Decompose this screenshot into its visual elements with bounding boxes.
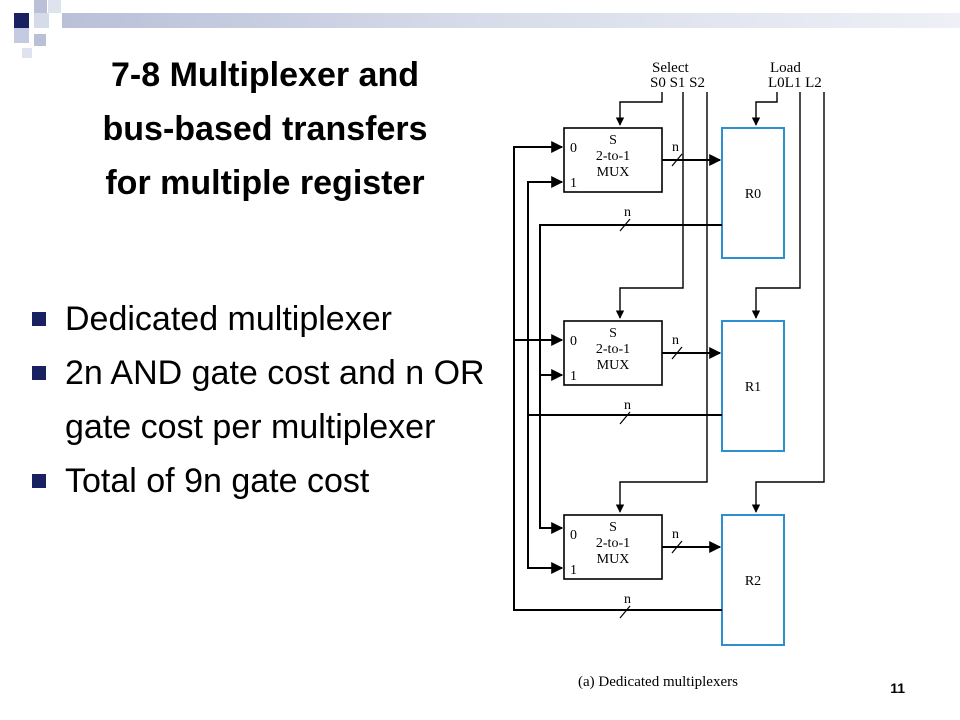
mux-input-0-label: 0 xyxy=(570,334,577,349)
square-bullet-icon xyxy=(32,366,46,380)
mux-box xyxy=(563,127,663,193)
bullet-item: Total of 9n gate cost xyxy=(32,454,502,508)
corner-square-dark xyxy=(14,13,29,28)
mux-type-label: 2-to-1 xyxy=(596,149,630,164)
mux-input-1-label: 1 xyxy=(570,563,577,578)
square-bullet-icon xyxy=(32,312,46,326)
square-bullet-icon xyxy=(32,474,46,488)
mux-input-1-label: 1 xyxy=(570,369,577,384)
corner-square-light xyxy=(34,13,49,28)
select-lines xyxy=(615,92,825,513)
bus-width-label: n xyxy=(672,140,679,155)
title-line: for multiple register xyxy=(105,164,425,202)
register-label: R1 xyxy=(745,380,761,395)
load-label: Load xyxy=(770,60,801,76)
bus-width-label: n xyxy=(624,205,631,220)
slide-title: 7-8 Multiplexer and bus-based transfers … xyxy=(40,48,490,210)
mux-type-label: 2-to-1 xyxy=(596,342,630,357)
bus-width-label: n xyxy=(624,398,631,413)
mux-select-label: S xyxy=(609,133,617,148)
bullet-text: Total of 9n gate cost xyxy=(65,462,370,500)
bullet-text: 2n AND gate cost and n OR gate cost per … xyxy=(65,354,485,446)
mux-box xyxy=(563,514,663,580)
bus-width-label: n xyxy=(672,333,679,348)
mux-input-1-label: 1 xyxy=(570,176,577,191)
corner-square-light xyxy=(48,0,61,13)
bullet-item: Dedicated multiplexer xyxy=(32,292,502,346)
mux-type-label: 2-to-1 xyxy=(596,536,630,551)
select-signals: S0 S1 S2 xyxy=(650,75,705,91)
register-label: R2 xyxy=(745,574,761,589)
register-box xyxy=(721,127,785,259)
select-label: Select xyxy=(652,60,689,76)
mux-name-label: MUX xyxy=(597,358,630,373)
title-line: bus-based transfers xyxy=(102,110,428,148)
load-signals: L0L1 L2 xyxy=(768,75,822,91)
corner-square-light xyxy=(34,0,47,13)
title-line: 7-8 Multiplexer and xyxy=(111,56,419,94)
bus-slash xyxy=(671,346,683,360)
mux-name-label: MUX xyxy=(597,552,630,567)
mux-select-label: S xyxy=(609,520,617,535)
register-label: R0 xyxy=(745,187,761,202)
bus-lines xyxy=(513,141,722,611)
diagram-caption: (a) Dedicated multiplexers xyxy=(578,674,738,690)
bus-slash xyxy=(619,411,631,425)
page-number: 11 xyxy=(890,680,905,696)
bullet-list: Dedicated multiplexer 2n AND gate cost a… xyxy=(32,292,502,508)
mux-select-label: S xyxy=(609,326,617,341)
corner-square-light xyxy=(14,28,29,43)
bus-slash xyxy=(671,540,683,554)
corner-square-light xyxy=(22,48,32,58)
bus-width-label: n xyxy=(672,527,679,542)
mux-input-0-label: 0 xyxy=(570,528,577,543)
register-box xyxy=(721,514,785,646)
bus-width-label: n xyxy=(624,592,631,607)
bus-slash xyxy=(671,153,683,167)
register-box xyxy=(721,320,785,452)
bullet-item: 2n AND gate cost and n OR gate cost per … xyxy=(32,346,502,454)
bullet-text: Dedicated multiplexer xyxy=(65,300,392,338)
mux-name-label: MUX xyxy=(597,165,630,180)
mux-register-diagram: Select S0 S1 S2 Load L0L1 L2 S2-to-1MUX0… xyxy=(513,60,825,690)
header-gradient-bar xyxy=(62,13,960,28)
corner-square-light xyxy=(34,34,46,46)
mux-input-0-label: 0 xyxy=(570,141,577,156)
mux-box xyxy=(563,320,663,386)
bus-slash xyxy=(619,605,631,619)
